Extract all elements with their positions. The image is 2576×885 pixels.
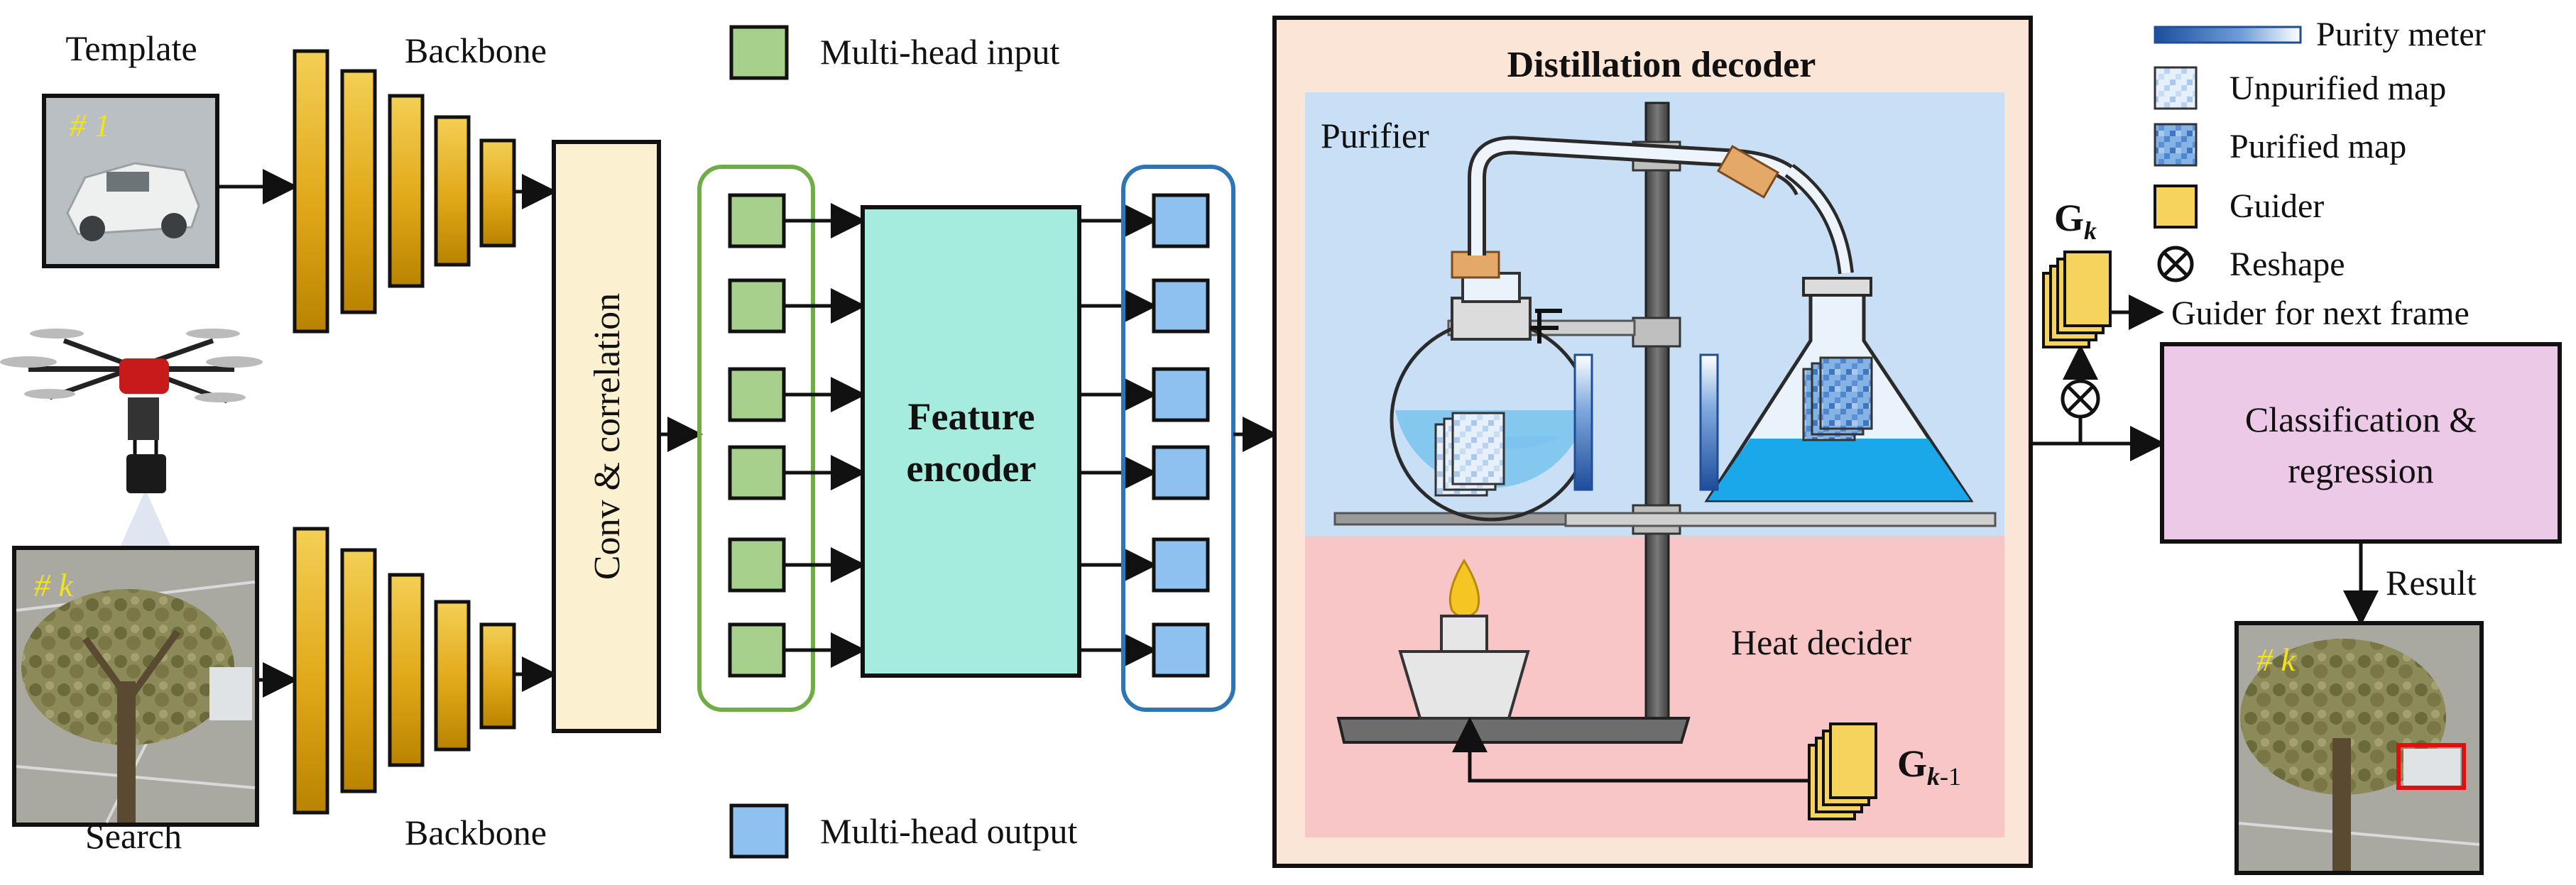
- conv-correlation-label: Conv & correlation: [587, 293, 628, 580]
- output-token-4: [1152, 445, 1210, 500]
- purity-meter-right: [1699, 353, 1719, 491]
- legend-reshape-label: Reshape: [2230, 246, 2345, 283]
- legend-guider-label: Guider: [2230, 187, 2324, 225]
- heat-decider-label: Heat decider: [1731, 622, 1911, 662]
- distillation-decoder-title: Distillation decoder: [1507, 45, 1816, 85]
- classification-label-2: regression: [2288, 451, 2434, 490]
- guider-previous-stack: [1808, 722, 1877, 820]
- backbone-bottom-label: Backbone: [405, 813, 547, 852]
- legend-guider-swatch: [2154, 185, 2198, 229]
- purifier-label: Purifier: [1321, 116, 1429, 155]
- erlenmeyer-flask-icon: [1704, 277, 1974, 502]
- input-token-6: [728, 622, 786, 678]
- drone-icon: [0, 329, 263, 554]
- output-token-3: [1152, 367, 1210, 422]
- clamp-screw: [1530, 309, 1562, 343]
- input-token-2: [728, 278, 786, 334]
- input-token-1: [728, 193, 786, 248]
- guider-previous-label: Gk-1: [1897, 742, 1961, 791]
- input-token-5: [728, 537, 786, 593]
- search-label: Search: [85, 816, 182, 856]
- multihead-output-group: [1121, 165, 1235, 712]
- guider-current-stack: [2042, 251, 2112, 348]
- burner-icon: [1398, 559, 1530, 720]
- multihead-output-swatch: [729, 803, 789, 859]
- feature-encoder-label-2: encoder: [907, 447, 1037, 490]
- output-token-2: [1152, 278, 1210, 334]
- result-frame-number: # k: [2256, 642, 2297, 678]
- input-token-arrows: [784, 203, 866, 668]
- guider-current-label: Gk: [2054, 197, 2097, 245]
- output-token-6: [1152, 622, 1210, 678]
- backbone-top-label: Backbone: [405, 31, 547, 70]
- input-tokens: [728, 193, 786, 678]
- result-bounding-box: [2396, 743, 2466, 790]
- legend-purity-meter-swatch: [2154, 26, 2302, 44]
- multihead-output-label: Multi-head output: [820, 811, 1078, 851]
- template-frame-number: # 1: [70, 107, 111, 143]
- guider-next-frame-label: Guider for next frame: [2171, 295, 2469, 332]
- legend-purified-swatch: [2154, 123, 2198, 167]
- search-image: # k: [12, 546, 259, 827]
- template-image: # 1: [42, 94, 219, 268]
- backbone-bottom: [293, 527, 516, 815]
- multihead-input-group: [697, 165, 815, 712]
- legend-purified-label: Purified map: [2230, 128, 2406, 165]
- output-token-1: [1152, 193, 1210, 248]
- ring-stand: [1333, 101, 1997, 744]
- circle-x-icon: [2157, 246, 2194, 282]
- legend-unpurified-label: Unpurified map: [2230, 70, 2446, 107]
- multihead-input-swatch: [729, 25, 789, 80]
- stopper-top: [1716, 145, 1780, 199]
- purity-meter-left: [1573, 353, 1593, 491]
- output-token-arrows: [1079, 203, 1157, 668]
- template-label: Template: [65, 28, 197, 68]
- input-token-4: [728, 445, 786, 500]
- input-token-3: [728, 367, 786, 422]
- conv-correlation-box: [552, 140, 661, 733]
- feature-encoder-label-1: Feature: [908, 395, 1035, 438]
- result-label: Result: [2386, 563, 2477, 603]
- result-image: # k: [2234, 621, 2484, 875]
- round-bottom-flask-icon: [1390, 251, 1593, 522]
- backbone-top: [293, 49, 516, 334]
- reshape-node: [2061, 379, 2100, 419]
- legend-unpurified-swatch: [2154, 66, 2198, 110]
- output-token-5: [1152, 537, 1210, 593]
- legend-purity-meter-label: Purity meter: [2316, 16, 2486, 53]
- guider-to-burner-arrow: [1452, 717, 1809, 783]
- search-frame-number: # k: [34, 567, 75, 603]
- classification-label-1: Classification &: [2245, 400, 2477, 439]
- multihead-input-label: Multi-head input: [820, 32, 1060, 72]
- output-tokens: [1152, 193, 1210, 678]
- classification-regression-box: [2160, 342, 2562, 544]
- feature-encoder-box: [861, 205, 1081, 678]
